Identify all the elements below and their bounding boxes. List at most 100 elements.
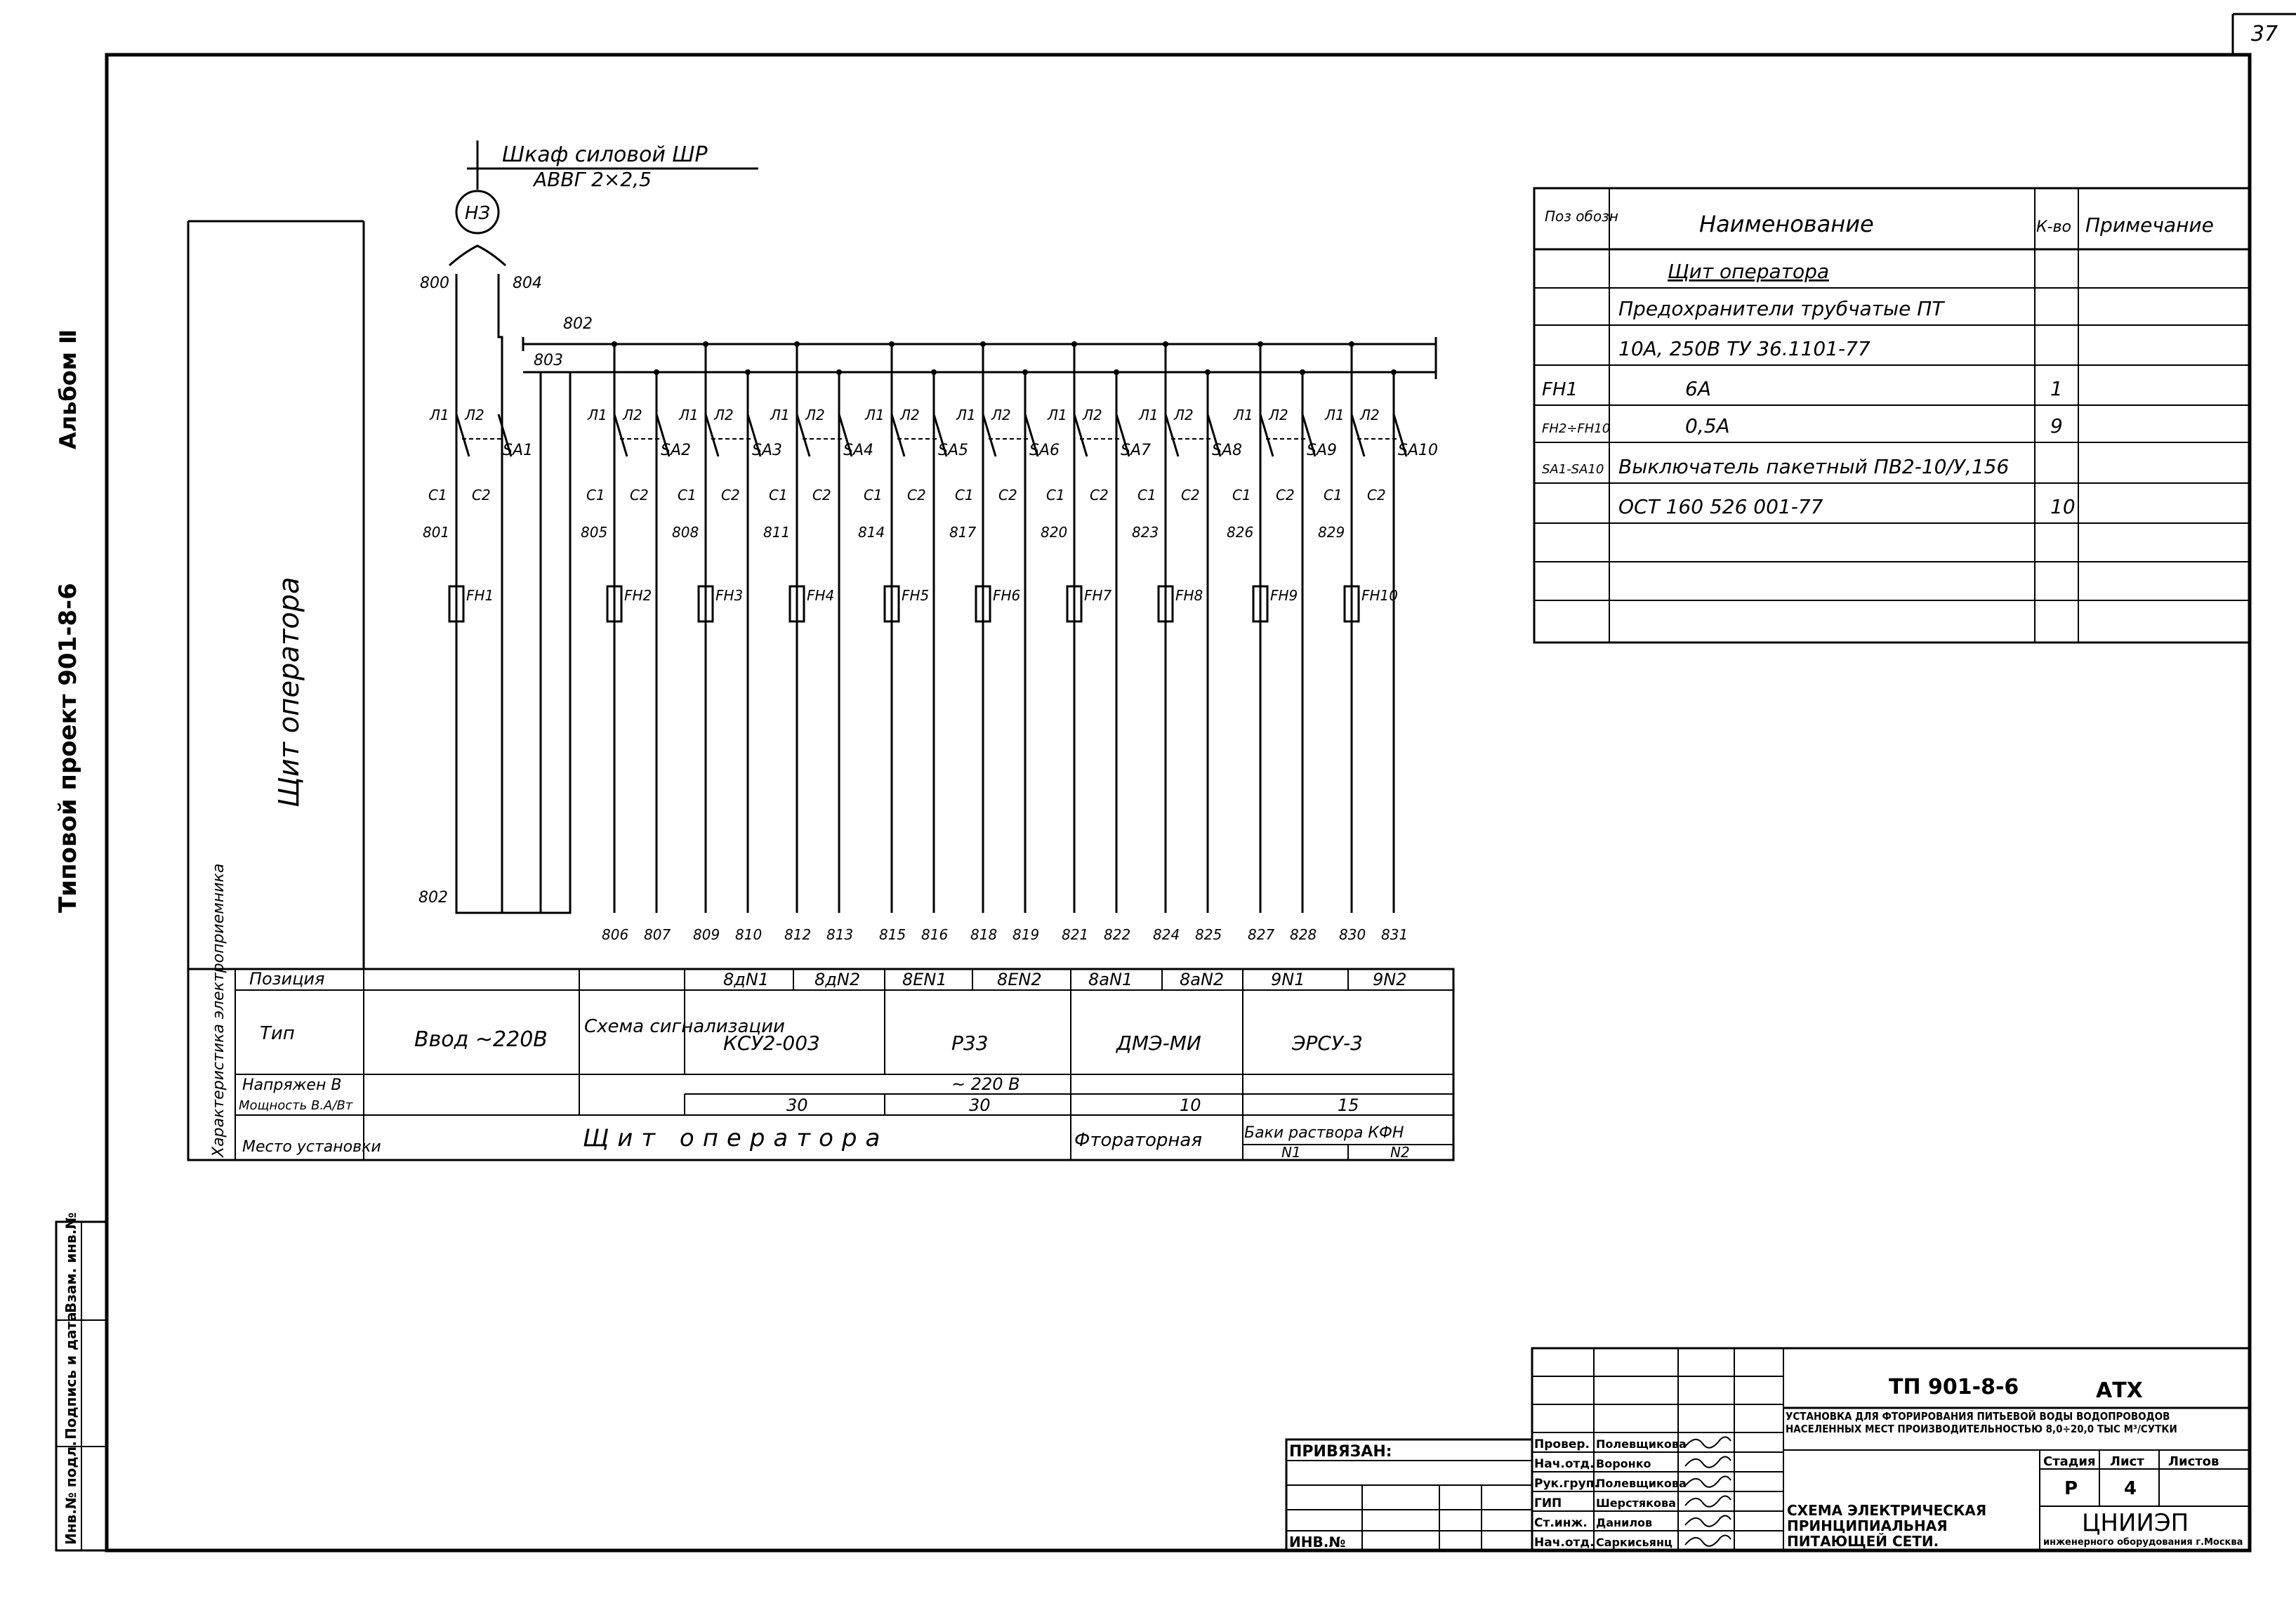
terminal-l1: Л1 — [587, 407, 607, 423]
spec-cell-name: 10А, 250В ТУ 36.1101-77 — [1618, 337, 1871, 360]
wire-out-2: 822 — [1104, 926, 1130, 943]
inv-label: ИНВ.№ — [1289, 1534, 1345, 1550]
voltage-value: ~ 220 В — [951, 1074, 1020, 1094]
terminal-l2: Л2 — [1268, 407, 1288, 423]
terminal-l2: Л2 — [464, 407, 484, 423]
pos-1: 8дN1 — [723, 970, 769, 989]
spec-row: Предохранители трубчатые ПТ — [1618, 297, 1945, 320]
signature-scribble — [1684, 1456, 1731, 1468]
stamp-sign: Подпись и дата — [62, 1312, 79, 1439]
type-3: ДМЭ-МИ — [1115, 1032, 1201, 1055]
contact-c1: C1 — [1232, 487, 1251, 503]
wire-mid: 808 — [672, 524, 699, 541]
contact-c2: C2 — [1367, 487, 1386, 503]
role-name: Полевщикова — [1596, 1437, 1687, 1451]
spec-cell-pos: FH1 — [1542, 379, 1578, 400]
wire-mid: 811 — [763, 524, 790, 541]
spec-cell-name: 6А — [1685, 377, 1711, 400]
tb-stage: Р — [2064, 1478, 2078, 1499]
role-label: ГИП — [1534, 1496, 1562, 1510]
pos-7: 9N1 — [1271, 970, 1305, 989]
spec-cell-name: ОСТ 160 526 001-77 — [1618, 495, 1823, 518]
panel-label: Щит оператора — [273, 577, 305, 808]
contact-c1: C1 — [864, 487, 883, 503]
feeder-cable-spec: АВВГ 2×2,5 — [532, 168, 652, 191]
spec-row: Щит оператора — [1668, 260, 1829, 283]
wire-804: 804 — [513, 275, 542, 292]
tb-sheet-label: Лист — [2110, 1454, 2144, 1469]
power-2: 30 — [969, 1095, 991, 1115]
contact-c1: C1 — [769, 487, 788, 503]
wire-800: 800 — [420, 275, 449, 292]
switch-label: SA9 — [1307, 442, 1337, 459]
scheme-label: Схема сигнализации — [584, 1016, 785, 1037]
side-album: Альбом Ⅱ — [55, 329, 81, 449]
feeder-cable: Шкаф силовой ШР АВВГ 2×2,5 НЗ 800 804 — [420, 140, 758, 292]
spec-cell-qty: 9 — [2050, 414, 2063, 437]
power-4: 15 — [1338, 1095, 1359, 1115]
signature-row: Ст.инж.Данилов — [1534, 1515, 1731, 1530]
spec-header-qty: К-во — [2036, 218, 2071, 236]
wire-out-2: 828 — [1290, 926, 1317, 943]
signature-scribble — [1684, 1495, 1731, 1508]
contact-c2: C2 — [907, 487, 926, 503]
bus-803: 803 — [534, 352, 563, 369]
switch-label: SA8 — [1212, 442, 1242, 459]
row-label-place: Место установки — [242, 1138, 381, 1156]
terminal-l2: Л2 — [991, 407, 1011, 423]
switch-label: SA4 — [843, 442, 873, 459]
terminal-l2: Л2 — [1082, 407, 1102, 423]
wire-out-2: 819 — [1012, 926, 1039, 943]
attachment-block: ПРИВЯЗАН: ИНВ.№ — [1285, 1438, 1533, 1552]
contact-c2: C2 — [998, 487, 1017, 503]
type-2: Р33 — [951, 1032, 989, 1055]
wire-out-2: 816 — [921, 926, 948, 943]
consumer-table: Характеристика электроприемника Позиция … — [187, 864, 1455, 1161]
signature-scribble — [1684, 1436, 1731, 1449]
switch-label: SA10 — [1398, 442, 1438, 459]
wire-out-2: 831 — [1381, 926, 1408, 943]
terminal-l1: Л1 — [864, 407, 885, 423]
switch-label: SA2 — [661, 442, 691, 459]
wire-out-2: 810 — [735, 926, 762, 943]
spec-cell-pos: SA1-SA10 — [1542, 462, 1604, 477]
terminal-l1: Л1 — [770, 407, 790, 423]
feeder-circle-mark — [455, 190, 500, 235]
tank-n1: N1 — [1281, 1144, 1301, 1161]
place-main: Щит оператора — [583, 1124, 888, 1152]
row-label-voltage: Напряжен В — [242, 1076, 341, 1094]
pos-2: 8дN2 — [814, 970, 860, 989]
wire-out-1: 827 — [1248, 926, 1274, 943]
spec-cell-qty: 1 — [2050, 377, 2063, 400]
tb-project-name: Установка для фторирования питьевой воды… — [1786, 1410, 2177, 1435]
role-label: Провер. — [1534, 1437, 1590, 1451]
terminal-l1: Л1 — [1324, 407, 1345, 423]
wire-mid: 805 — [581, 524, 607, 541]
contact-c2: C2 — [1090, 487, 1109, 503]
contact-c1: C1 — [678, 487, 697, 503]
signature-scribble — [1684, 1475, 1731, 1488]
wire-out-2: 813 — [826, 926, 853, 943]
place-tanks: Баки раствора КФН — [1244, 1124, 1404, 1142]
signature-scribble — [1684, 1534, 1731, 1547]
spec-header-note: Примечание — [2085, 213, 2214, 237]
tb-code: ТП 901-8-6 — [1889, 1375, 2019, 1399]
contact-c1: C1 — [1324, 487, 1342, 503]
terminal-l1: Л1 — [1047, 407, 1067, 423]
spec-cell-name: Предохранители трубчатые ПТ — [1618, 297, 1945, 320]
signature-row: Нач.отд.Воронко — [1534, 1456, 1731, 1471]
wire-mid: 829 — [1318, 524, 1345, 541]
row-label-position: Позиция — [249, 969, 324, 989]
role-name: Воронко — [1596, 1457, 1651, 1470]
tank-n2: N2 — [1390, 1144, 1410, 1161]
wire-mid: 817 — [949, 524, 976, 541]
switch-label: SA1 — [503, 442, 533, 459]
spec-table: Поз обозн Наименование К-во Примечание Щ… — [1533, 187, 2252, 644]
bus-802: 802 — [563, 315, 593, 333]
